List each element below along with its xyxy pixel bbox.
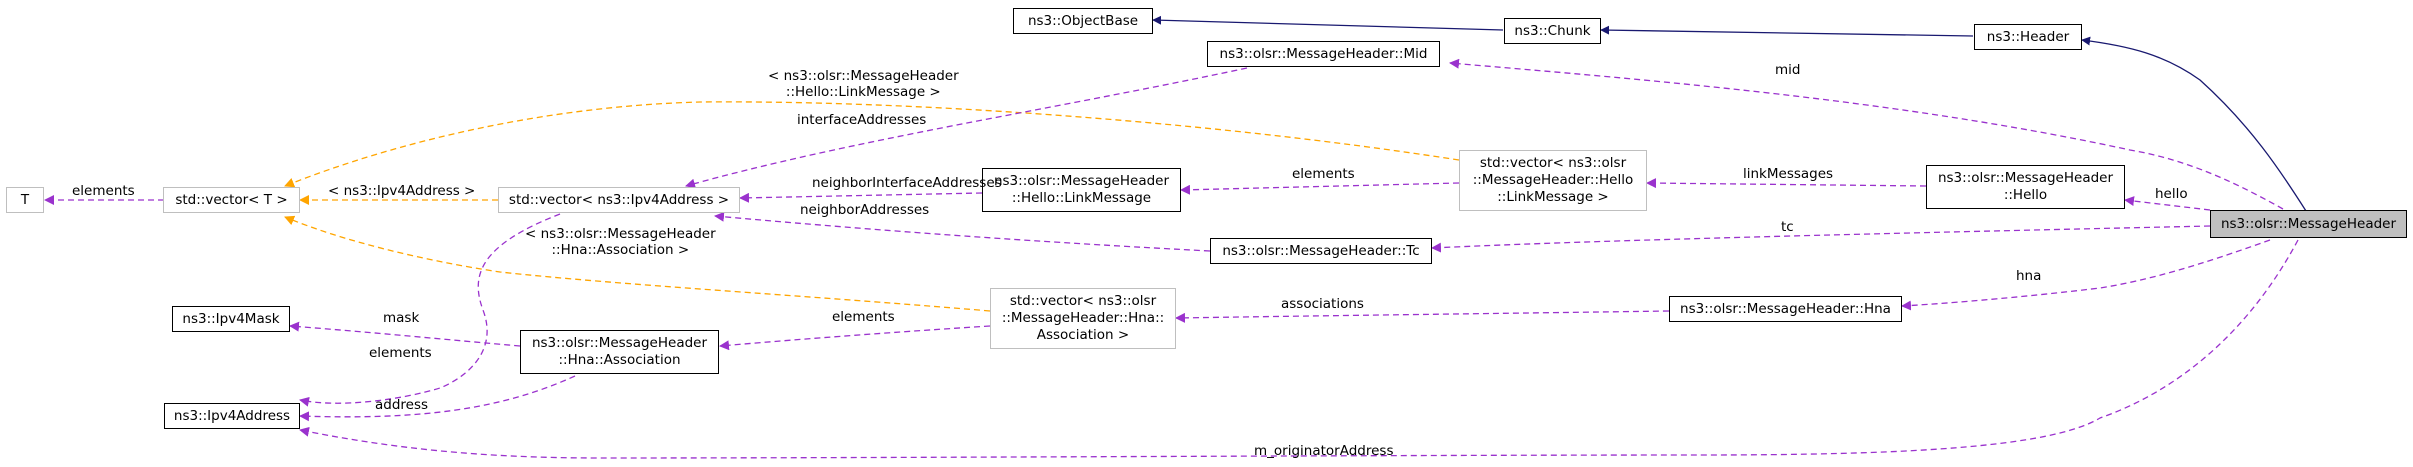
node-t[interactable]: T [6,187,44,213]
node-vector-hna-association[interactable]: std::vector< ns3::olsr ::MessageHeader::… [990,288,1176,349]
edge-messageheader-ipv4address [299,239,2299,459]
node-vector-t[interactable]: std::vector< T > [163,187,300,213]
edge-tc-vectoripv4 [714,211,1211,252]
node-message-header[interactable]: ns3::olsr::MessageHeader [2210,210,2407,238]
node-ipv4-address[interactable]: ns3::Ipv4Address [164,403,300,429]
edge-messageheader-hello [2124,196,2211,211]
edge-vectoripv4-ipv4address [299,213,561,407]
node-object-base[interactable]: ns3::ObjectBase [1013,8,1153,34]
edge-linkmessage-vectoripv4 [739,192,983,203]
edge-mid-vectoripv4 [685,67,1248,189]
node-hna[interactable]: ns3::olsr::MessageHeader::Hna [1669,296,1902,322]
edge-vectorlink-linkmessage [1180,182,1460,195]
edge-messageheader-mid [1449,58,2284,210]
node-header[interactable]: ns3::Header [1974,24,2082,50]
node-vector-ipv4address[interactable]: std::vector< ns3::Ipv4Address > [498,187,740,213]
edge-vectorhna-vectort [284,215,991,312]
edge-messageheader-header [2081,36,2307,212]
edge-chunk-objectbase [1152,15,1504,31]
node-link-message[interactable]: ns3::olsr::MessageHeader ::Hello::LinkMe… [982,168,1181,212]
node-tc[interactable]: ns3::olsr::MessageHeader::Tc [1210,238,1432,264]
node-mid[interactable]: ns3::olsr::MessageHeader::Mid [1207,41,1440,67]
edge-hnaassoc-ipv4address [299,375,576,422]
node-chunk[interactable]: ns3::Chunk [1504,18,1601,44]
edge-header-chunk [1600,25,1974,37]
node-ipv4-mask[interactable]: ns3::Ipv4Mask [172,306,290,332]
edge-messageheader-hna [1901,239,2271,311]
edge-hnaassoc-ipv4mask [289,321,521,347]
edge-hna-vectorhna [1175,310,1670,323]
edge-messageheader-tc [1431,225,2211,253]
node-vector-link-message[interactable]: std::vector< ns3::olsr ::MessageHeader::… [1459,150,1647,211]
edge-vectorlink-vectort [284,101,1460,188]
node-hello[interactable]: ns3::olsr::MessageHeader ::Hello [1926,165,2125,209]
node-hna-association[interactable]: ns3::olsr::MessageHeader ::Hna::Associat… [520,330,719,374]
edge-hello-vectorlink [1646,178,1927,189]
edge-vectorhna-hnaassoc [719,325,991,351]
